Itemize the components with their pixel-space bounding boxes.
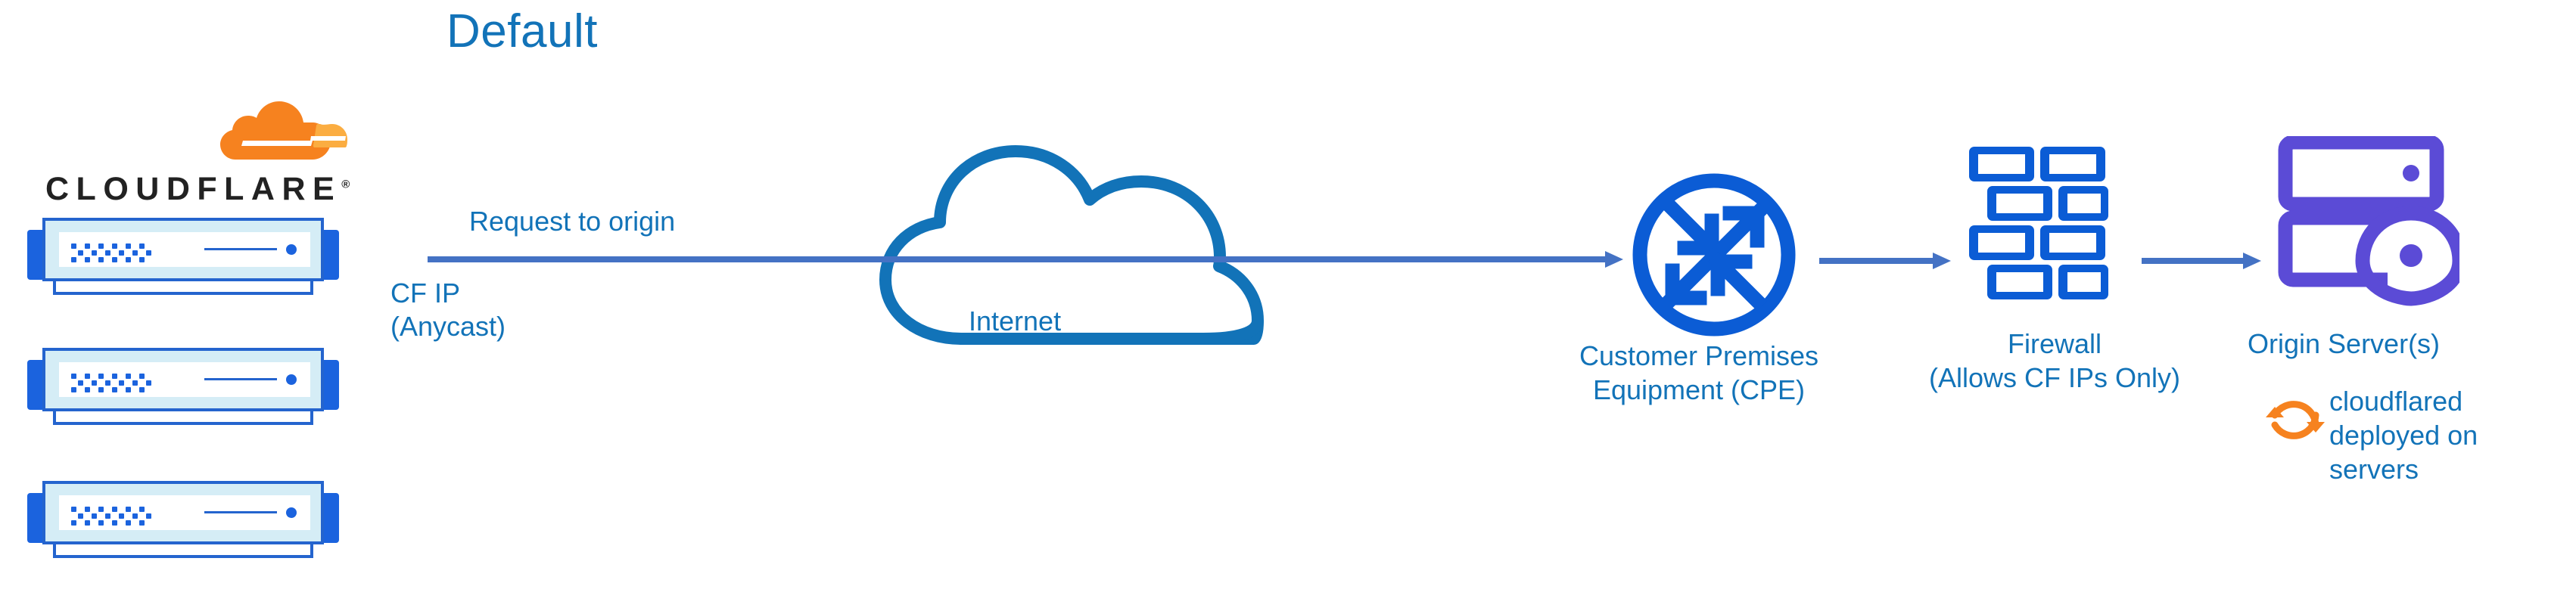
rack-server-icon — [17, 213, 350, 298]
rack-server-icon — [17, 343, 350, 428]
cloudflared-line-1: cloudflared — [2329, 386, 2463, 417]
cf-ip-line-1: CF IP — [390, 278, 461, 309]
server-vents — [71, 502, 160, 526]
origin-server-label: Origin Server(s) — [2248, 328, 2441, 359]
right-arrow-icon — [1605, 251, 1623, 268]
cloudflare-logo: CLOUDFLARE® — [38, 97, 356, 210]
server-vents — [71, 369, 160, 392]
server-vents — [71, 239, 160, 262]
cloudflared-line-2: deployed on — [2329, 420, 2478, 451]
server-led-icon — [286, 374, 297, 385]
server-panel — [59, 232, 310, 267]
server-status-line — [204, 248, 277, 250]
server-panel — [59, 495, 310, 530]
firewall-label: Firewall (Allows CF IPs Only) — [1877, 327, 2232, 395]
cpe-label: Customer Premises Equipment (CPE) — [1521, 339, 1877, 407]
server-rack-location-pin-icon — [2278, 135, 2467, 310]
arrow-shaft — [2142, 258, 2245, 264]
server-led-icon — [286, 244, 297, 255]
cloud-icon — [848, 112, 1286, 350]
internet-label: Internet — [969, 305, 1062, 336]
cloudflare-wordmark-text: CLOUDFLARE — [45, 171, 342, 207]
cpe-to-firewall-arrow — [1819, 253, 1952, 269]
firewall-label-line-1: Firewall — [2007, 328, 2102, 359]
page-title: Default — [446, 5, 598, 57]
brick-wall-icon — [1963, 144, 2114, 306]
cf-ip-line-2: (Anycast) — [390, 311, 506, 342]
arrow-shaft — [1819, 258, 1934, 264]
cf-ip-label: CF IP (Anycast) — [390, 277, 640, 343]
server-panel — [59, 362, 310, 397]
right-arrow-icon — [2243, 253, 2261, 269]
server-status-line — [204, 511, 277, 513]
cloudflare-cloud-logo-icon — [193, 97, 352, 173]
right-arrow-icon — [1933, 253, 1951, 269]
firewall-to-origin-arrow — [2142, 253, 2263, 269]
cpe-label-line-2: Equipment (CPE) — [1592, 374, 1806, 405]
rack-server-icon — [17, 476, 350, 561]
firewall-label-line-2: (Allows CF IPs Only) — [1928, 362, 2181, 393]
arrow-shaft — [428, 256, 1607, 262]
server-body — [42, 481, 324, 544]
cloudflare-wordmark: CLOUDFLARE® — [45, 171, 350, 208]
cloudflared-annotation-label: cloudflared deployed on servers — [2329, 384, 2526, 486]
server-body — [42, 218, 324, 281]
router-icon — [1627, 168, 1801, 346]
cloudflared-line-3: servers — [2329, 454, 2419, 485]
refresh-sync-icon — [2263, 387, 2328, 456]
server-led-icon — [286, 507, 297, 518]
server-status-line — [204, 378, 277, 380]
registered-mark: ® — [341, 178, 350, 191]
request-to-origin-label: Request to origin — [469, 206, 676, 237]
cpe-label-line-1: Customer Premises — [1579, 340, 1819, 371]
request-flow-arrow — [428, 251, 1623, 268]
server-body — [42, 348, 324, 411]
